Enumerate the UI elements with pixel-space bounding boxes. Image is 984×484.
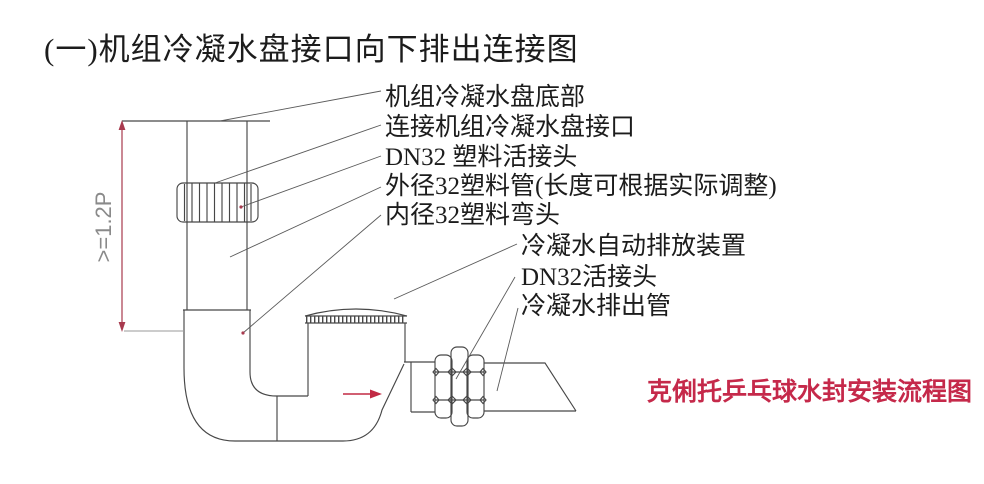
label-drain-pipe: 冷凝水排出管 [521, 293, 672, 320]
label-plastic-union: DN32 塑料活接头 [385, 144, 578, 171]
ribbed-union [176, 182, 259, 223]
label-auto-drain-device: 冷凝水自动排放装置 [521, 233, 747, 260]
leader-line [214, 124, 382, 184]
leader-dot [241, 331, 245, 335]
leader-line [240, 155, 382, 208]
leader-line [393, 243, 518, 300]
dimension-line [118, 120, 184, 332]
label-plastic-elbow: 内径32塑料弯头 [385, 202, 561, 229]
leader-line [455, 276, 516, 380]
auto-drain-device [304, 308, 408, 396]
leader-dot [239, 205, 243, 209]
dimension-label: >=1.2P [91, 191, 116, 263]
watermark-caption: 克俐托乒乓球水封安装流程图 [647, 379, 973, 406]
outlet-stub [404, 361, 435, 413]
elbow [183, 310, 405, 442]
hex-union [432, 346, 487, 427]
leader-line [219, 90, 382, 122]
label-plastic-pipe: 外径32塑料管(长度可根据实际调整) [385, 173, 777, 200]
label-pan-bottom: 机组冷凝水盘底部 [385, 84, 586, 111]
leader-line [229, 186, 382, 258]
leader-line [496, 307, 519, 392]
label-pan-interface: 连接机组冷凝水盘接口 [385, 114, 636, 141]
flow-arrow-icon [343, 389, 382, 399]
page-title: (一)机组冷凝水盘接口向下排出连接图 [44, 32, 579, 67]
leader-line [242, 214, 382, 334]
label-union-dn32: DN32活接头 [521, 264, 658, 291]
